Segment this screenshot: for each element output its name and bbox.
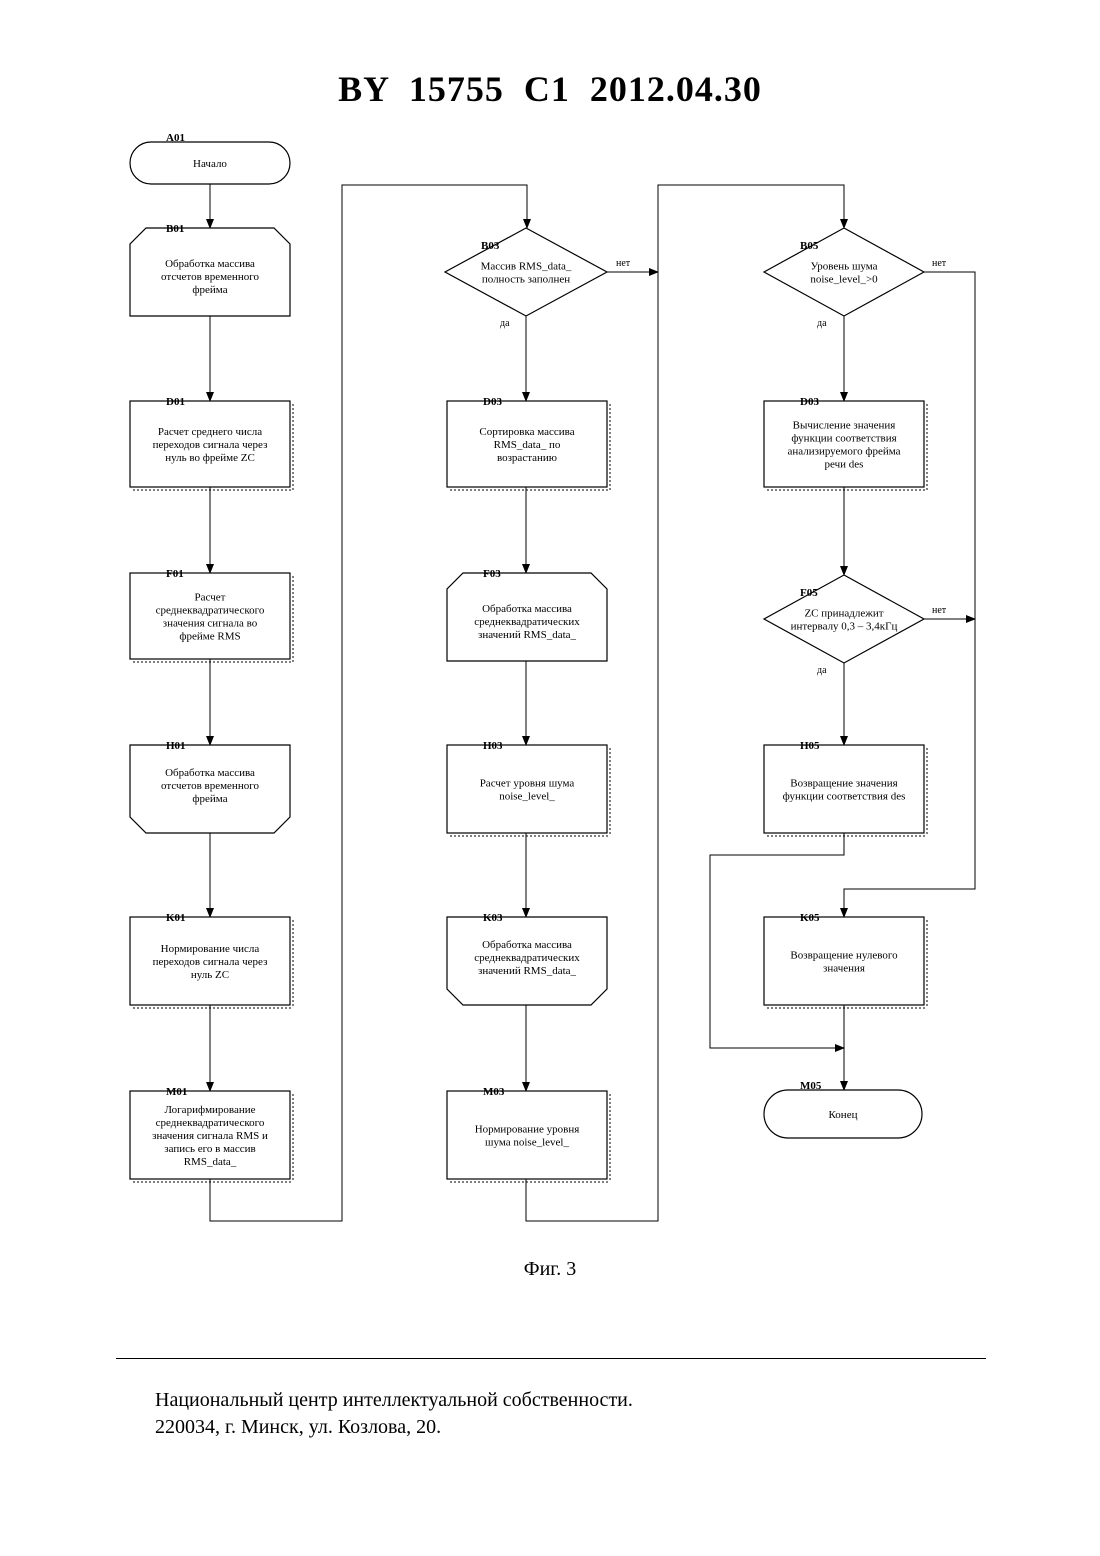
- block-text-line: Расчет: [195, 592, 226, 604]
- block-text-line: среднеквадратического: [156, 1117, 265, 1129]
- block-id-label: H05: [800, 740, 820, 752]
- block-text-line: отсчетов временного: [161, 271, 259, 283]
- block-id-label: F05: [800, 587, 818, 599]
- block-text-line: фрейме RMS: [179, 631, 240, 643]
- block-text-line: noise_level_: [499, 791, 555, 803]
- block-text-line: Обработка массива: [482, 603, 572, 615]
- block-text-line: Уровень шума: [810, 261, 877, 273]
- block-id-label: K01: [166, 912, 186, 924]
- block-text-line: интервалу 0,3 – 3,4кГц: [791, 621, 898, 633]
- block-text-line: значения сигнала во: [163, 618, 258, 630]
- block-text-line: возрастанию: [497, 452, 557, 464]
- yes-label-b03: да: [500, 318, 510, 329]
- block-text-line: Обработка массива: [165, 767, 255, 779]
- block-text-line: RMS_data_: [184, 1156, 237, 1168]
- block-text-line: переходов сигнала через: [153, 439, 268, 451]
- figure-caption: Фиг. 3: [0, 1258, 1100, 1281]
- block-text-line: Обработка массива: [482, 939, 572, 951]
- block-text-line: значения: [823, 963, 865, 975]
- block-text-line: нуль ZC: [191, 969, 229, 981]
- block-text-line: Массив RMS_data_: [481, 261, 572, 273]
- block-id-label: M01: [166, 1086, 187, 1098]
- footer: Национальный центр интеллектуальной собс…: [155, 1387, 633, 1441]
- block-text-line: Возвращение значения: [790, 778, 897, 790]
- block-text-line: Нормирование числа: [161, 943, 260, 955]
- block-id-label: M03: [483, 1086, 505, 1098]
- block-id-label: H03: [483, 740, 503, 752]
- no-label-b03: нет: [616, 258, 631, 269]
- block-id-label: D03: [800, 396, 819, 408]
- block-id-label: F01: [166, 568, 184, 580]
- block-id-label: D03: [483, 396, 502, 408]
- block-text-line: Сортировка массива: [479, 426, 574, 438]
- block-text-line: значения сигнала RMS и: [152, 1130, 268, 1142]
- footer-line-1: Национальный центр интеллектуальной собс…: [155, 1387, 633, 1414]
- yes-label-f05: да: [817, 665, 827, 676]
- block-text-line: Логарифмирование: [164, 1104, 255, 1116]
- block-text-line: Обработка массива: [165, 258, 255, 270]
- block-id-label: K05: [800, 912, 820, 924]
- block-text-line: Нормирование уровня: [475, 1124, 580, 1136]
- block-text-line: функции соответствия: [791, 433, 896, 445]
- block-id-label: D01: [166, 396, 185, 408]
- block-text-line: анализируемого фрейма: [787, 446, 900, 458]
- block-text-line: Конец: [829, 1109, 858, 1121]
- block-text-line: Расчет уровня шума: [480, 778, 575, 790]
- block-text-line: среднеквадратических: [474, 616, 580, 628]
- block-text-line: отсчетов временного: [161, 780, 259, 792]
- block-text-line: Возвращение нулевого: [790, 950, 898, 962]
- block-text-line: фрейма: [192, 284, 227, 296]
- block-text-line: шума noise_level_: [485, 1137, 569, 1149]
- block-text-line: значений RMS_data_: [478, 629, 577, 641]
- block-id-label: M05: [800, 1080, 822, 1092]
- no-label-f05: нет: [932, 605, 947, 616]
- block-text-line: ZC принадлежит: [804, 608, 883, 620]
- block-text-line: среднеквадратического: [156, 605, 265, 617]
- block-text-line: полность заполнен: [482, 274, 570, 286]
- block-text-line: нуль во фрейме ZC: [165, 452, 255, 464]
- block-text-line: RMS_data_ по: [494, 439, 561, 451]
- block-id-label: A01: [166, 132, 185, 144]
- block-text-line: noise_level_>0: [810, 274, 878, 286]
- block-text-line: Начало: [193, 158, 227, 170]
- yes-label-b05: да: [817, 318, 827, 329]
- block-text-line: Вычисление значения: [793, 420, 896, 432]
- no-label-b05: нет: [932, 258, 947, 269]
- block-text-line: запись его в массив: [164, 1143, 255, 1155]
- block-text-line: среднеквадратических: [474, 952, 580, 964]
- block-id-label: B05: [800, 240, 819, 252]
- block-text-line: фрейма: [192, 793, 227, 805]
- block-id-label: B01: [166, 223, 184, 235]
- block-text-line: значений RMS_data_: [478, 965, 577, 977]
- footer-line-2: 220034, г. Минск, ул. Козлова, 20.: [155, 1414, 633, 1441]
- block-id-label: K03: [483, 912, 503, 924]
- block-id-label: B03: [481, 240, 500, 252]
- block-text-line: переходов сигнала через: [153, 956, 268, 968]
- block-id-label: F03: [483, 568, 501, 580]
- block-text-line: Расчет среднего числа: [158, 426, 262, 438]
- block-id-label: H01: [166, 740, 186, 752]
- block-text-line: речи des: [825, 459, 864, 471]
- footer-divider: [116, 1358, 986, 1359]
- block-text-line: функции соответствия des: [783, 791, 906, 803]
